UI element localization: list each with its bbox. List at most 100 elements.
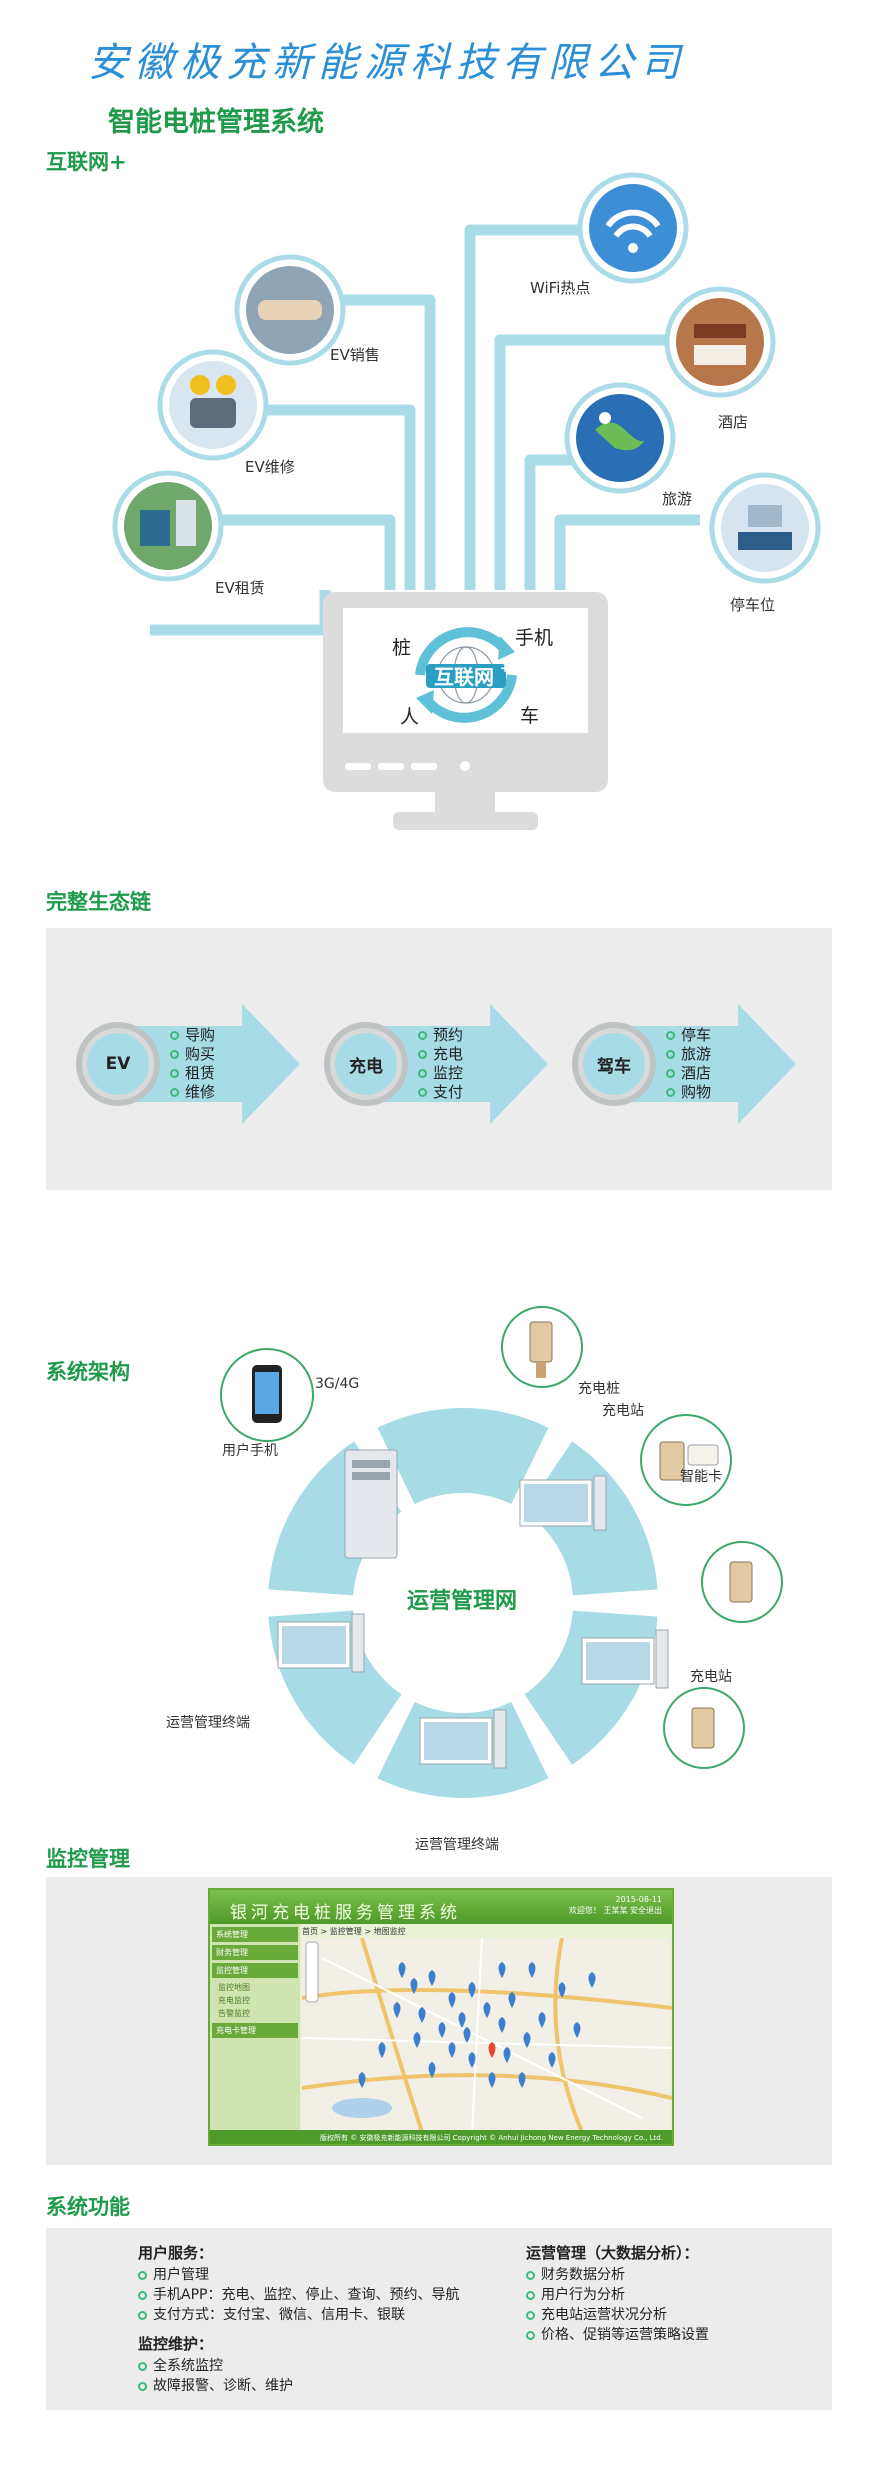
bullet-icon <box>418 1088 427 1097</box>
map-canvas <box>301 1937 672 2133</box>
list-item: 财务数据分析 <box>526 2265 709 2285</box>
phone-icon <box>220 1348 314 1442</box>
eco-item: 旅游 <box>666 1045 711 1064</box>
functions-left-column: 用户服务： 用户管理 手机APP：充电、监控、停止、查询、预约、导航 支付方式：… <box>138 2242 459 2404</box>
bullet-icon <box>138 2270 147 2280</box>
map-pin-icon <box>398 1962 406 1978</box>
eco-unit-charging: 充电 预约 充电 监控 支付 <box>314 1004 554 1124</box>
bullet-icon <box>138 2290 147 2300</box>
eco-item: 租赁 <box>170 1064 215 1083</box>
label-3g4g: 3G/4G <box>315 1376 360 1392</box>
terminal-icon <box>581 1629 669 1689</box>
label-smart-card: 智能卡 <box>680 1469 722 1485</box>
map-pin-icon <box>448 1992 456 2008</box>
map-pin-icon <box>358 2072 366 2088</box>
operation-list: 财务数据分析 用户行为分析 充电站运营状况分析 价格、促销等运营策略设置 <box>526 2265 709 2345</box>
ev-repair-icon <box>157 349 269 461</box>
smart-card-icon <box>640 1414 732 1506</box>
user-service-title: 用户服务： <box>138 2244 214 2262</box>
bullet-icon <box>170 1031 179 1040</box>
bullet-icon <box>138 2310 147 2320</box>
charging-pile-icon <box>701 1541 783 1623</box>
map-pin-icon <box>463 2027 471 2043</box>
menu-item[interactable]: 监控管理 <box>212 1963 298 1978</box>
map-pin-icon <box>518 2072 526 2088</box>
bullet-icon <box>526 2290 535 2300</box>
ev-sales-icon <box>234 254 346 366</box>
wifi-hotspot-icon <box>577 172 689 284</box>
map-pin-icon <box>413 2032 421 2048</box>
eco-circle-charging: 充电 <box>324 1022 408 1106</box>
label-ev-sales: EV销售 <box>330 346 380 364</box>
hotel-icon <box>664 286 776 398</box>
maintenance-title: 监控维护： <box>138 2335 214 2353</box>
eco-item: 导购 <box>170 1026 215 1045</box>
eco-item: 维修 <box>170 1083 215 1102</box>
label-ev-rental: EV租赁 <box>215 579 265 597</box>
map-pin-icon <box>428 2062 436 2078</box>
ecosystem-panel: EV 导购 购买 租赁 维修 充电 预约 充电 监控 支付 驾车 停车 旅游 酒… <box>46 928 832 1190</box>
map-pin-icon <box>508 1992 516 2008</box>
map-pin-icon <box>458 2012 466 2028</box>
map-pin-icon <box>488 2072 496 2088</box>
eco-arrow-shape <box>364 1004 548 1124</box>
monitor-header-info: 2015-08-11 欢迎您！ 王某某 安全退出 <box>568 1895 662 1915</box>
eco-unit-ev: EV 导购 购买 租赁 维修 <box>66 1004 306 1124</box>
selected-pin-icon <box>488 2042 496 2058</box>
monitor-map[interactable] <box>301 1937 672 2133</box>
label-ev-repair: EV维修 <box>245 458 295 476</box>
list-item: 价格、促销等运营策略设置 <box>526 2325 709 2345</box>
map-pin-icon <box>588 1972 596 1988</box>
map-pin-icon <box>498 1962 506 1978</box>
eco-arrow-shape <box>612 1004 796 1124</box>
eco-title-ev: EV <box>87 1033 149 1095</box>
label-user-phone: 用户手机 <box>222 1443 278 1459</box>
section-title-monitoring: 监控管理 <box>46 1847 130 1871</box>
map-pin-icon <box>393 2002 401 2018</box>
monitor-app-title: 银河充电桩服务管理系统 <box>230 1903 461 1923</box>
menu-subitem[interactable]: 充电监控 <box>218 1996 250 2005</box>
menu-subitem[interactable]: 监控地图 <box>218 1983 250 1992</box>
map-pin-icon <box>523 2032 531 2048</box>
eco-item: 预约 <box>418 1026 463 1045</box>
menu-item[interactable]: 系统管理 <box>212 1927 298 1942</box>
eco-item: 监控 <box>418 1064 463 1083</box>
hub-pile: 桩 <box>392 637 411 659</box>
architecture-diagram <box>220 1306 783 1798</box>
section-title-internet: 互联网+ <box>46 150 127 174</box>
menu-subitem[interactable]: 告警监控 <box>218 2009 250 2018</box>
parking-icon <box>709 472 821 584</box>
section-title-ecosystem: 完整生态链 <box>46 890 151 914</box>
bullet-icon <box>666 1069 675 1078</box>
list-item: 用户行为分析 <box>526 2285 709 2305</box>
bullet-icon <box>138 2381 147 2391</box>
bullet-icon <box>170 1050 179 1059</box>
monitor-footer: 版权所有 © 安徽极充新能源科技有限公司 Copyright © Anhui J… <box>210 2130 672 2144</box>
map-pin-icon <box>438 2022 446 2038</box>
map-pin-icon <box>418 2007 426 2023</box>
label-charging-pile: 充电桩 <box>578 1381 620 1397</box>
hub-phone: 手机 <box>515 627 553 649</box>
bullet-icon <box>418 1069 427 1078</box>
maintenance-list: 全系统监控 故障报警、诊断、维护 <box>138 2356 459 2396</box>
map-pin-icon <box>448 2042 456 2058</box>
system-title: 智能电桩管理系统 <box>108 107 324 138</box>
ev-rental-icon <box>112 470 224 582</box>
map-pin-icon <box>503 2047 511 2063</box>
charging-pile-icon <box>663 1687 745 1769</box>
list-item: 全系统监控 <box>138 2356 459 2376</box>
zoom-control[interactable] <box>305 1941 319 2003</box>
eco-list-driving: 停车 旅游 酒店 购物 <box>666 1026 711 1102</box>
menu-item[interactable]: 财务管理 <box>212 1945 298 1960</box>
hub-car: 车 <box>520 705 539 727</box>
eco-item: 购买 <box>170 1045 215 1064</box>
label-hotel: 酒店 <box>718 413 748 431</box>
eco-unit-driving: 驾车 停车 旅游 酒店 购物 <box>562 1004 802 1124</box>
monitoring-panel: 银河充电桩服务管理系统 2015-08-11 欢迎您！ 王某某 安全退出 系统管… <box>46 1877 832 2165</box>
menu-item[interactable]: 充电卡管理 <box>212 2023 298 2038</box>
terminal-icon <box>519 1475 607 1531</box>
bullet-icon <box>170 1069 179 1078</box>
map-pin-icon <box>428 1970 436 1986</box>
label-parking: 停车位 <box>730 596 775 614</box>
monitoring-screenshot: 银河充电桩服务管理系统 2015-08-11 欢迎您！ 王某某 安全退出 系统管… <box>208 1888 674 2146</box>
